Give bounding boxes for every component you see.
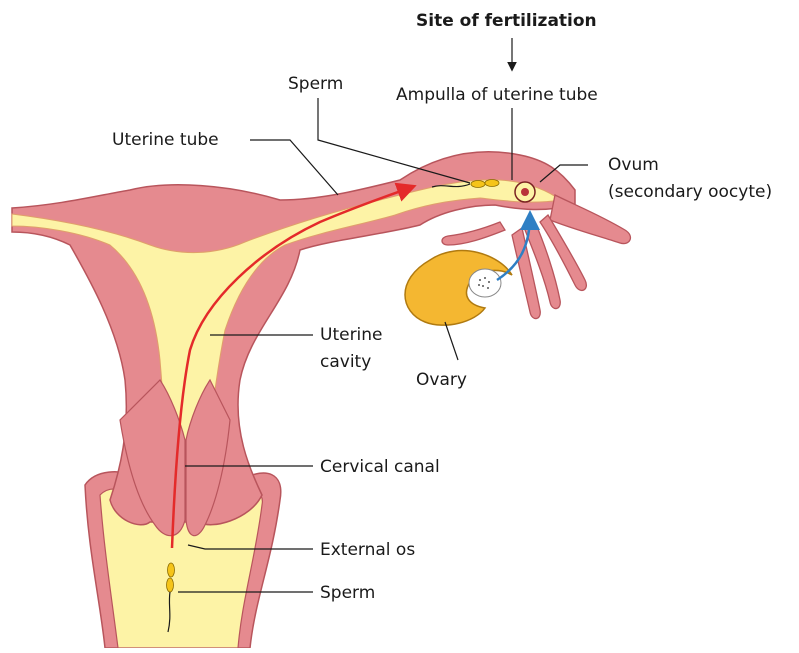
ovary	[405, 251, 512, 326]
sperm-label-bottom: Sperm	[320, 583, 375, 603]
uterus-body	[12, 152, 575, 525]
uterine-cavity-label-2: cavity	[320, 352, 371, 372]
cervical-canal-label: Cervical canal	[320, 457, 440, 477]
ovum-sublabel: (secondary oocyte)	[608, 182, 772, 202]
external-os-label: External os	[320, 540, 415, 560]
ovary-label: Ovary	[416, 370, 467, 390]
ampulla-label: Ampulla of uterine tube	[396, 85, 598, 105]
uterine-tube-label: Uterine tube	[112, 130, 219, 150]
site-of-fertilization-label: Site of fertilization	[416, 11, 597, 31]
sperm-label-top: Sperm	[288, 74, 343, 94]
uterine-cavity-label: Uterine	[320, 325, 383, 345]
ovum-label: Ovum	[608, 155, 659, 175]
ovum	[515, 182, 535, 202]
